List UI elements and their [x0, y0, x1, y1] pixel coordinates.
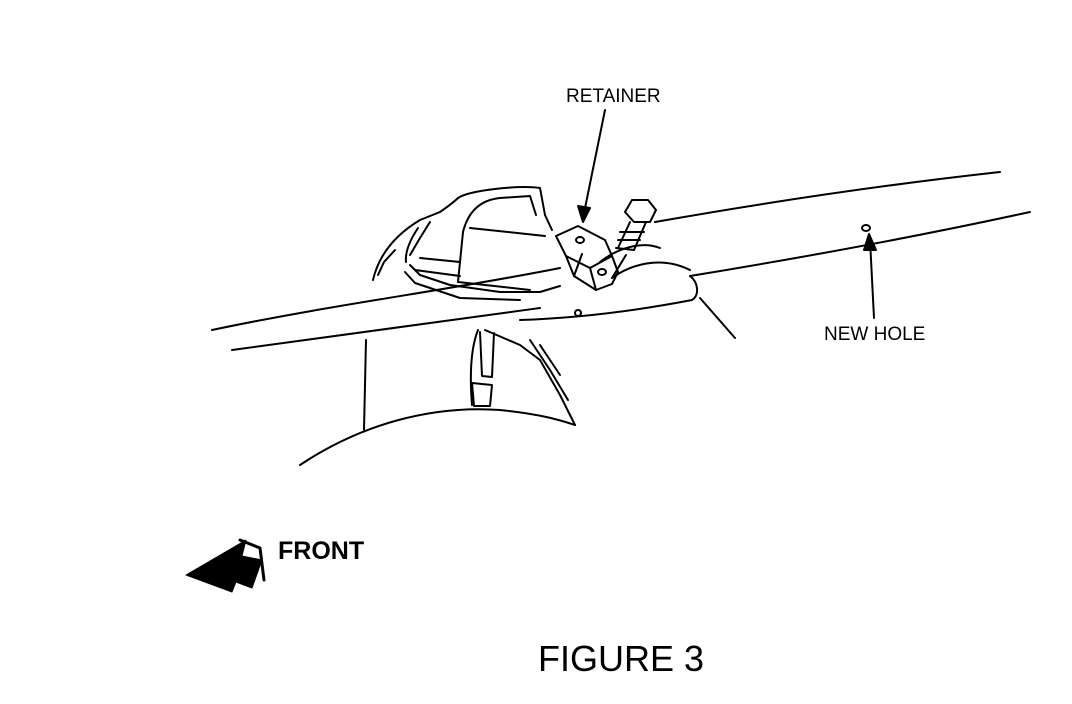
figure-caption: FIGURE 3 [538, 638, 705, 679]
pillar-body [299, 275, 736, 466]
retainer-label: RETAINER [566, 86, 661, 107]
new-hole-leader-arrow [863, 233, 877, 319]
front-label: FRONT [278, 537, 365, 565]
new-hole-label: NEW HOLE [824, 324, 926, 345]
new-hole-mark [861, 224, 871, 232]
bracket-housing [372, 186, 561, 301]
roof-rail-beam [211, 171, 1031, 351]
retainer-leader-arrow [577, 109, 606, 223]
front-arrow-icon [185, 538, 266, 593]
mounting-pad [574, 224, 871, 317]
retainer-clip [555, 225, 619, 291]
bolt [611, 199, 657, 279]
